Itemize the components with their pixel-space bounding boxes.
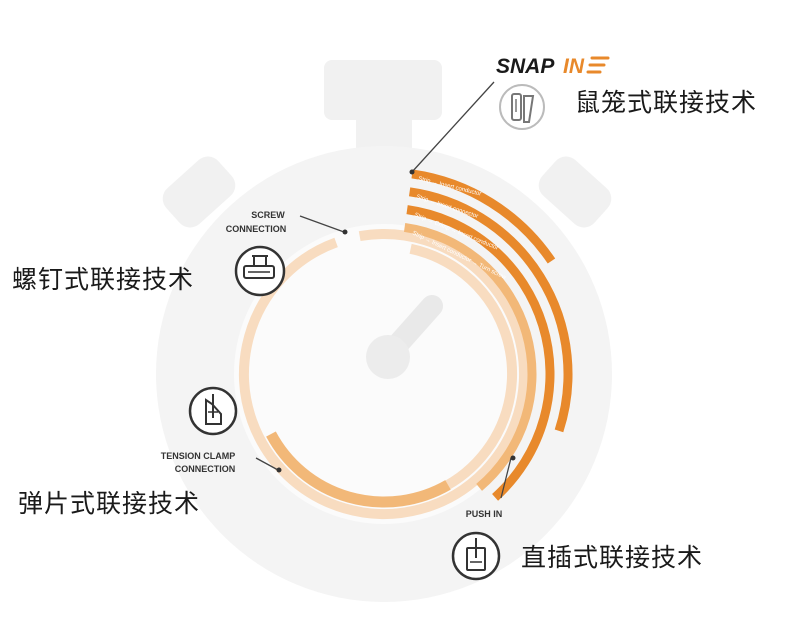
stopwatch-crown <box>324 60 442 120</box>
tension-clamp-label-line2: CONNECTION <box>175 464 236 474</box>
stopwatch-stem <box>356 110 412 150</box>
push-in-terminal-icon <box>451 531 501 581</box>
snap-in-logo-word1: SNAP <box>496 55 555 78</box>
tension-dot <box>276 467 282 473</box>
snap-in-terminal-icon <box>499 84 545 130</box>
snap-in-logo-lines <box>586 56 610 74</box>
callout-lines <box>255 81 512 499</box>
tension-cn-label: 弹片式联接技术 <box>18 489 200 518</box>
band-arc-4 <box>403 222 537 491</box>
screw-cn-label: 螺钉式联接技术 <box>12 265 194 294</box>
band-arc-3 <box>406 205 555 501</box>
screw-connection-label-line2: CONNECTION <box>226 224 287 234</box>
tension-clamp-icon <box>188 386 238 436</box>
push-in-label: PUSH IN <box>466 509 503 519</box>
push-in-dot <box>510 455 516 461</box>
stopwatch-left-button <box>162 156 236 228</box>
tension-callout-line <box>255 457 279 471</box>
push-in-cn-label: 直插式联接技术 <box>521 543 703 572</box>
stopwatch-right-button <box>538 156 612 228</box>
snap-in-cn-label: 鼠笼式联接技术 <box>575 88 757 117</box>
connection-time-arcs <box>239 169 573 519</box>
stopwatch-needle <box>366 295 443 379</box>
screw-terminal-icon <box>234 245 286 297</box>
screw-dot <box>342 229 348 235</box>
screw-callout-line <box>299 215 345 233</box>
band-arc-2 <box>408 187 573 433</box>
snap-in-callout-line <box>411 81 495 173</box>
snap-in-logo-word2: IN <box>563 55 585 78</box>
band-arc-1 <box>411 169 556 264</box>
screw-connection-label-line1: SCREW <box>251 210 285 220</box>
snap-in-dot <box>409 169 415 175</box>
tension-clamp-ring <box>266 431 451 508</box>
screw-connection-ring <box>239 229 529 519</box>
push-in-callout-line <box>500 457 512 499</box>
callout-dots <box>276 169 516 473</box>
snap-in-logo: SNAP IN <box>496 55 610 78</box>
tension-clamp-label-line1: TENSION CLAMP <box>161 451 236 461</box>
needle-hub <box>366 335 410 379</box>
